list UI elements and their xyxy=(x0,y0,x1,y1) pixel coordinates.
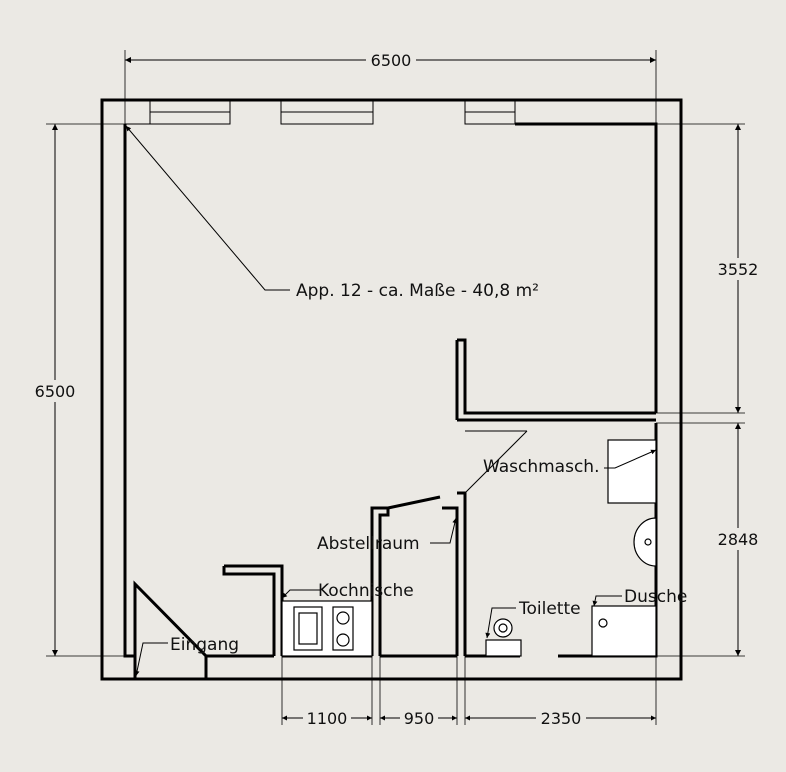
dim-top-width: 6500 xyxy=(371,51,412,70)
leader-lines xyxy=(125,125,657,677)
label-toilette: Toilette xyxy=(518,599,581,619)
label-waschmaschine: Waschmasch. xyxy=(483,457,599,477)
label-dusche: Dusche xyxy=(624,587,687,607)
interior-walls xyxy=(133,338,656,679)
dim-bottom-bath: 2350 xyxy=(541,709,582,728)
dim-left-height: 6500 xyxy=(35,382,76,401)
label-eingang: Eingang xyxy=(170,635,239,655)
dimension-texts: 6500 6500 3552 2848 1100 950 2350 xyxy=(30,50,763,728)
dim-bottom-kitchen: 1100 xyxy=(307,709,348,728)
shower-tray xyxy=(591,605,657,657)
label-abstellraum: Abstellraum xyxy=(317,534,420,554)
label-kochnische: Kochnische xyxy=(318,581,414,601)
toilet xyxy=(485,639,522,657)
washing-machine xyxy=(607,439,657,504)
dim-right-upper: 3552 xyxy=(718,260,759,279)
fixtures xyxy=(281,439,657,657)
dim-right-lower: 2848 xyxy=(718,530,759,549)
dim-bottom-storage: 950 xyxy=(404,709,435,728)
room-labels: App. 12 - ca. Maße - 40,8 m² Waschmasch.… xyxy=(170,281,687,655)
apartment-label: App. 12 - ca. Maße - 40,8 m² xyxy=(296,281,539,301)
